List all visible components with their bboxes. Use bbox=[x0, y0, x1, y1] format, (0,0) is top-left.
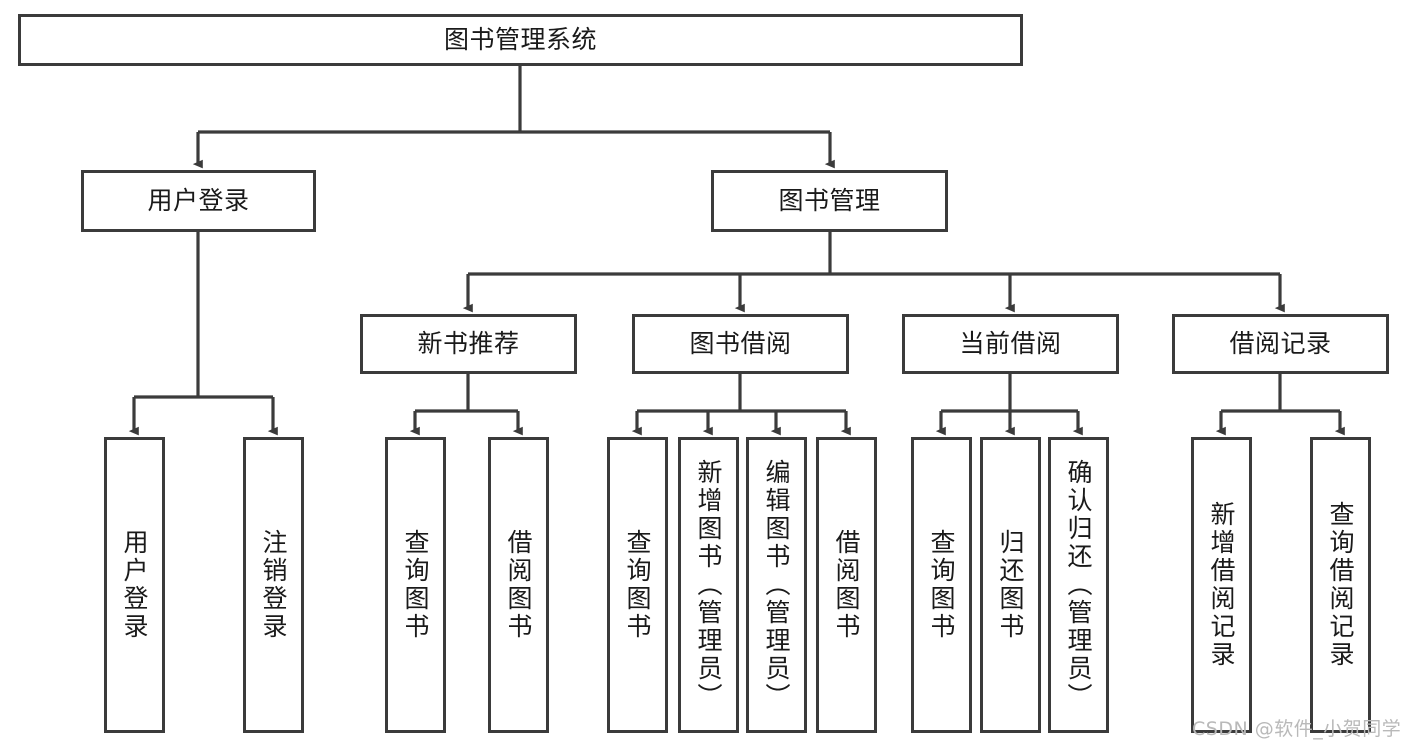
leaf-records-query-record[interactable]: 查询借阅记录 bbox=[1310, 437, 1371, 733]
leaf-current-return-books[interactable]: 归还图书 bbox=[980, 437, 1041, 733]
node-book-management[interactable]: 图书管理 bbox=[711, 170, 948, 232]
node-label: 查询图书 bbox=[927, 529, 956, 641]
leaf-newbook-query-books[interactable]: 查询图书 bbox=[385, 437, 446, 733]
node-label: 注销登录 bbox=[259, 529, 288, 641]
node-current-borrow[interactable]: 当前借阅 bbox=[902, 314, 1119, 374]
node-label: 查询图书 bbox=[401, 529, 430, 641]
node-label: 用户登录 bbox=[120, 529, 149, 641]
node-label: 借阅记录 bbox=[1229, 328, 1332, 358]
node-label: 确认归还（管理员） bbox=[1064, 459, 1093, 711]
leaf-borrow-query-books[interactable]: 查询图书 bbox=[607, 437, 668, 733]
node-label: 查询借阅记录 bbox=[1326, 501, 1355, 669]
leaf-current-query-books[interactable]: 查询图书 bbox=[911, 437, 972, 733]
node-book-borrow[interactable]: 图书借阅 bbox=[632, 314, 849, 374]
node-label: 图书借阅 bbox=[689, 328, 792, 358]
leaf-current-confirm-return-admin[interactable]: 确认归还（管理员） bbox=[1048, 437, 1109, 733]
leaf-user-login-signin[interactable]: 用户登录 bbox=[104, 437, 165, 733]
node-new-book-recommend[interactable]: 新书推荐 bbox=[360, 314, 577, 374]
leaf-borrow-borrow-books[interactable]: 借阅图书 bbox=[816, 437, 877, 733]
node-borrow-records[interactable]: 借阅记录 bbox=[1172, 314, 1389, 374]
node-label: 查询图书 bbox=[623, 529, 652, 641]
node-label: 图书管理 bbox=[778, 185, 881, 215]
node-label: 归还图书 bbox=[996, 529, 1025, 641]
node-label: 借阅图书 bbox=[504, 529, 533, 641]
node-label: 图书管理系统 bbox=[443, 24, 597, 54]
leaf-records-add-record[interactable]: 新增借阅记录 bbox=[1191, 437, 1252, 733]
node-root-system[interactable]: 图书管理系统 bbox=[18, 14, 1023, 66]
node-label: 编辑图书（管理员） bbox=[762, 459, 791, 711]
leaf-borrow-add-book-admin[interactable]: 新增图书（管理员） bbox=[678, 437, 739, 733]
leaf-newbook-borrow-books[interactable]: 借阅图书 bbox=[488, 437, 549, 733]
leaf-user-login-signout[interactable]: 注销登录 bbox=[243, 437, 304, 733]
node-label: 用户登录 bbox=[147, 185, 250, 215]
node-label: 新增借阅记录 bbox=[1207, 501, 1236, 669]
node-label: 新书推荐 bbox=[417, 328, 520, 358]
node-user-login[interactable]: 用户登录 bbox=[81, 170, 316, 232]
csdn-watermark: CSDN @软件_小贺同学 bbox=[1192, 718, 1402, 740]
node-label: 借阅图书 bbox=[832, 529, 861, 641]
leaf-borrow-edit-book-admin[interactable]: 编辑图书（管理员） bbox=[746, 437, 807, 733]
node-label: 新增图书（管理员） bbox=[694, 459, 723, 711]
node-label: 当前借阅 bbox=[959, 328, 1062, 358]
